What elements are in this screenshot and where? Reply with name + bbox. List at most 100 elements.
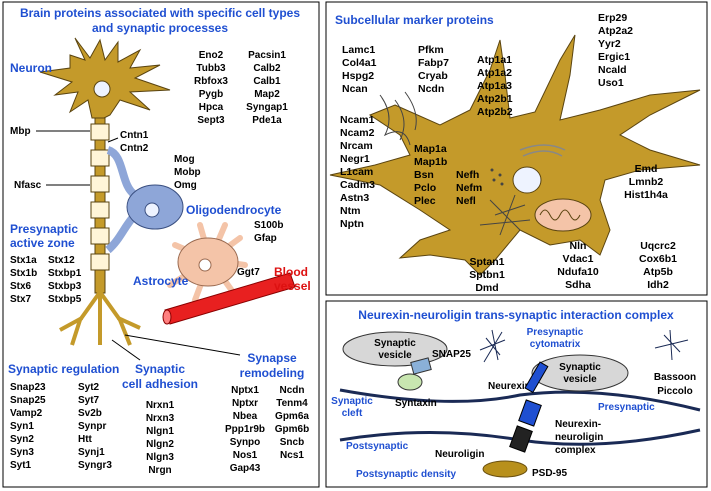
subcellular-cell — [329, 34, 701, 276]
neuron-genes: Eno2 Tubb3 Rbfox3 Pygb Hpca Sept3 Pacsin… — [194, 50, 288, 126]
psd95-label: PSD-95 — [532, 468, 567, 479]
gene: Bsn — [414, 169, 434, 181]
oligodendrocyte-cell — [105, 146, 184, 254]
gene: Tubb3 — [196, 63, 226, 74]
adhesion-pointer — [111, 339, 141, 361]
nfasc-label: Nfasc — [14, 180, 42, 191]
gene: Ncs1 — [280, 450, 304, 461]
axon-terminals — [59, 290, 141, 346]
node-pointer — [107, 137, 119, 143]
gene: Atp2a2 — [598, 25, 633, 37]
gene: Ncam2 — [340, 127, 375, 139]
gene: Hspg2 — [342, 70, 374, 82]
gene: Eno2 — [199, 50, 224, 61]
gene: Stx1b — [10, 268, 37, 279]
gene: Uso1 — [598, 77, 624, 89]
gene: Gpm6b — [275, 424, 309, 435]
gene: Stx1a — [10, 255, 37, 266]
neuroligin-label: Neuroligin — [435, 449, 484, 460]
neuroligin-block — [509, 425, 533, 453]
gene: Hpca — [199, 102, 224, 113]
gene: Ntm — [340, 205, 360, 217]
gene: Atp2b2 — [477, 106, 513, 118]
cleft-label-line1: Synaptic — [331, 396, 373, 407]
synreg-label: Synaptic regulation — [8, 362, 119, 376]
gene: Lamc1 — [342, 44, 375, 56]
synreg-genes: Snap23 Snap25 Vamp2 Syn1 Syn2 Syn3 Syt1 … — [10, 382, 112, 471]
myelin-sheath — [90, 123, 110, 271]
spectrin-genes: Sptan1 Sptbn1 Dmd — [469, 256, 505, 294]
gene: Ggt7 — [237, 267, 260, 278]
postsynaptic-label: Postsynaptic — [346, 441, 409, 452]
vesicle1-line1: Synaptic — [374, 338, 416, 349]
left-panel-border — [2, 1, 320, 488]
gene: Yyr2 — [598, 38, 621, 50]
neurexin-block — [518, 399, 542, 427]
presynaptic-membrane — [339, 388, 701, 412]
gene: Atp5b — [643, 266, 673, 278]
gene: Nrgn — [148, 465, 171, 476]
gene: Nlgn2 — [146, 439, 174, 450]
gene: Calb1 — [253, 76, 281, 87]
gene: Atp1a1 — [477, 54, 512, 66]
neuron-cell — [39, 37, 171, 119]
gene: Lmnb2 — [629, 176, 664, 188]
remodel-pointer — [124, 334, 241, 356]
cytosol-dots — [490, 168, 504, 186]
gene: Nrxn1 — [146, 400, 175, 411]
gene: Idh2 — [647, 279, 669, 291]
gene: Nln — [570, 240, 587, 252]
cytomatrix-fibers — [479, 329, 689, 363]
gene: Fabp7 — [418, 57, 449, 69]
gene: Nos1 — [233, 450, 258, 461]
gene: Astn3 — [340, 192, 369, 204]
cyto-genes: Pfkm Fabp7 Cryab Ncdn — [418, 44, 449, 95]
gene: Stxbp3 — [48, 281, 82, 292]
gene: Syt1 — [10, 460, 32, 471]
synaptic-vesicle-1 — [342, 331, 448, 367]
cleft-label-line2: cleft — [342, 408, 363, 419]
left-title-line1: Brain proteins associated with specific … — [20, 6, 300, 20]
neuron-label: Neuron — [10, 61, 52, 75]
gene: Erp29 — [598, 12, 627, 24]
presyn-genes: Stx1a Stx1b Stx6 Stx7 Stx12 Stxbp1 Stxbp… — [10, 255, 82, 305]
gene: Syt2 — [78, 382, 100, 393]
neurexin-label: Neurexin — [488, 381, 531, 392]
gene: Stxbp5 — [48, 294, 82, 305]
gene: Tenm4 — [276, 398, 308, 409]
er-membranes — [519, 144, 566, 157]
nucleus — [512, 166, 542, 194]
psd-label: Postsynaptic density — [356, 469, 456, 480]
gene: Atp1a3 — [477, 80, 512, 92]
gene: Synpo — [230, 437, 261, 448]
gene: Stxbp1 — [48, 268, 82, 279]
gene: Synj1 — [78, 447, 105, 458]
vessel-label-line2: vessel — [274, 279, 311, 293]
gene: Nptn — [340, 218, 364, 230]
gene: Vdac1 — [563, 253, 594, 265]
gene: Vamp2 — [10, 408, 43, 419]
gene: Nptx1 — [231, 385, 259, 396]
gene: S100b — [254, 220, 283, 231]
synaptic-vesicle-2 — [531, 354, 629, 392]
gene: Ncald — [598, 64, 627, 76]
gene: Cox6b1 — [639, 253, 677, 265]
gene: Stx6 — [10, 281, 32, 292]
bassoon-label: Bassoon — [654, 372, 696, 383]
gene: Emd — [635, 163, 658, 175]
gene: Pygb — [199, 89, 223, 100]
mitochondrion — [534, 198, 592, 232]
cytoskeleton-genes: Map1a Map1b Bsn Pclo Plec Nefh Nefm Nefl — [414, 143, 482, 207]
gene: Synpr — [78, 421, 106, 432]
adhesion-genes: Nrxn1 Nrxn3 Nlgn1 Nlgn2 Nlgn3 Nrgn — [146, 400, 175, 476]
gene: Ncan — [342, 83, 368, 95]
gene: Negr1 — [340, 153, 370, 165]
gene: Plec — [414, 195, 436, 207]
gene: Mobp — [174, 167, 201, 178]
gene: Stx7 — [10, 294, 32, 305]
gene: Ergic1 — [598, 51, 630, 63]
blood-vessel — [162, 272, 296, 325]
astrocyte-cell — [167, 222, 248, 303]
